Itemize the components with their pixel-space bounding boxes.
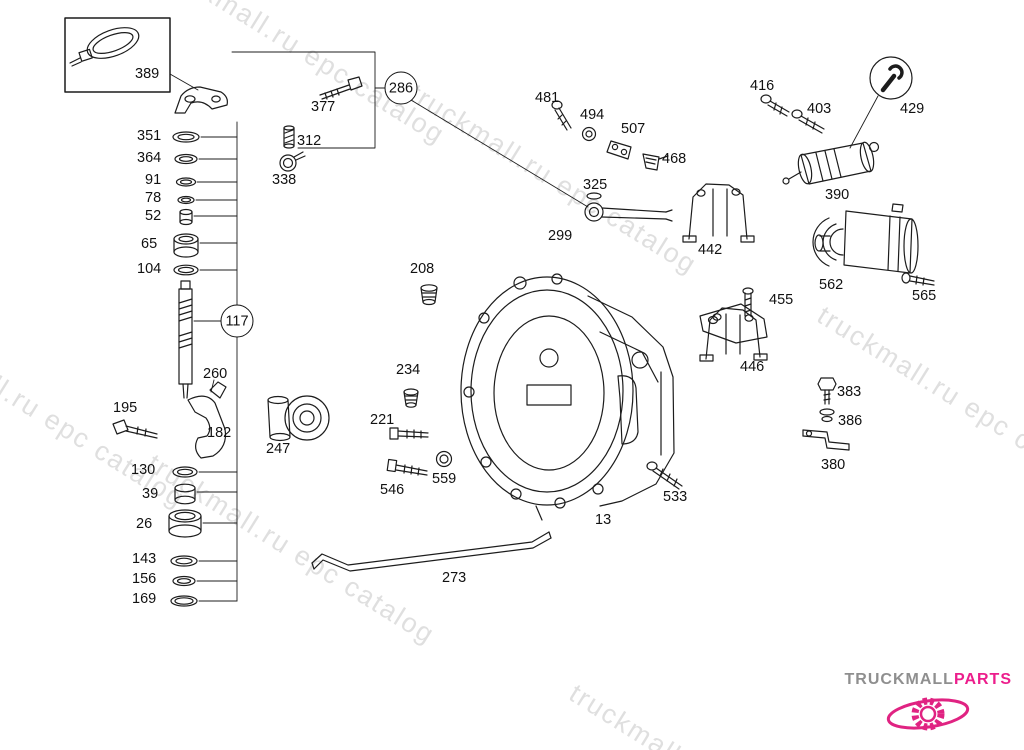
part-label-364: 364 xyxy=(137,150,162,166)
shift-shaft xyxy=(178,280,193,399)
part-label-416: 416 xyxy=(750,78,775,94)
part-label-325: 325 xyxy=(583,177,608,193)
wrench-429-icon xyxy=(869,56,913,100)
bolt-546 xyxy=(386,458,428,476)
part-label-380: 380 xyxy=(821,457,846,473)
part-label-429: 429 xyxy=(900,101,925,117)
part-label-481: 481 xyxy=(535,90,560,106)
top-bracket xyxy=(174,86,228,114)
part-label-299: 299 xyxy=(548,228,573,244)
part-label-156: 156 xyxy=(132,571,157,587)
clip-468 xyxy=(642,153,669,171)
circled-part-label-286: 286 xyxy=(384,71,418,105)
part-label-13: 13 xyxy=(595,512,612,528)
part-label-26: 26 xyxy=(136,516,153,532)
seal-stack-lower xyxy=(168,466,202,607)
part-label-143: 143 xyxy=(132,551,157,567)
bracket-442 xyxy=(682,183,755,243)
pin-312 xyxy=(283,125,295,149)
part-label-65: 65 xyxy=(141,236,158,252)
washer-494 xyxy=(581,126,597,142)
part-label-403: 403 xyxy=(807,101,832,117)
bolt-403 xyxy=(791,109,825,134)
seal-stack-upper xyxy=(172,131,200,276)
part-label-312: 312 xyxy=(297,133,322,149)
part-label-390: 390 xyxy=(825,187,850,203)
part-label-273: 273 xyxy=(442,570,467,586)
part-label-455: 455 xyxy=(769,292,794,308)
shift-fork xyxy=(187,381,227,459)
part-label-386: 386 xyxy=(838,413,863,429)
plug-208 xyxy=(420,284,438,306)
bolt-383 xyxy=(817,377,837,405)
lever-299 xyxy=(584,192,673,222)
bolt-416 xyxy=(760,94,790,117)
bolt-221 xyxy=(389,427,429,440)
part-label-351: 351 xyxy=(137,128,162,144)
clamp-338 xyxy=(279,151,306,172)
part-label-468: 468 xyxy=(662,151,687,167)
part-label-78: 78 xyxy=(145,190,162,206)
cylinder-390 xyxy=(782,141,880,185)
part-label-91: 91 xyxy=(145,172,162,188)
bracket-507 xyxy=(606,140,632,160)
part-label-234: 234 xyxy=(396,362,421,378)
cylinder-562 xyxy=(812,203,919,274)
part-label-442: 442 xyxy=(698,242,723,258)
ring-559 xyxy=(435,450,453,468)
logo-text-truckmall: TRUCKMALL xyxy=(844,671,954,688)
part-label-52: 52 xyxy=(145,208,162,224)
leader-lines xyxy=(169,51,879,602)
bell-housing xyxy=(460,273,675,521)
part-label-221: 221 xyxy=(370,412,395,428)
part-label-182: 182 xyxy=(207,425,232,441)
part-label-565: 565 xyxy=(912,288,937,304)
part-label-195: 195 xyxy=(113,400,138,416)
part-label-338: 338 xyxy=(272,172,297,188)
part-label-507: 507 xyxy=(621,121,646,137)
part-label-559: 559 xyxy=(432,471,457,487)
part-label-383: 383 xyxy=(837,384,862,400)
bolt-533 xyxy=(646,461,683,490)
part-label-260: 260 xyxy=(203,366,228,382)
bolt-195 xyxy=(112,419,158,439)
circled-part-label-117: 117 xyxy=(220,304,254,338)
bracket-380 xyxy=(802,429,850,451)
part-label-208: 208 xyxy=(410,261,435,277)
release-bearing-247 xyxy=(267,395,330,442)
part-label-494: 494 xyxy=(580,107,605,123)
logo-text: TRUCKMALLPARTS xyxy=(845,671,1012,689)
bolt-377 xyxy=(319,76,363,100)
part-label-377: 377 xyxy=(311,99,336,115)
rod-273 xyxy=(311,531,552,572)
bolt-565 xyxy=(901,272,935,286)
plug-234 xyxy=(403,388,419,408)
logo-text-parts: PARTS xyxy=(953,671,1012,688)
part-label-169: 169 xyxy=(132,591,157,607)
part-label-247: 247 xyxy=(266,441,291,457)
washer-386 xyxy=(819,408,835,423)
bolt-481 xyxy=(551,100,572,131)
truckmall-logo: TRUCKMALLPARTS xyxy=(845,671,1012,744)
part-label-389: 389 xyxy=(135,66,160,82)
part-label-104: 104 xyxy=(137,261,162,277)
gear-swoosh-icon xyxy=(887,697,970,731)
part-label-562: 562 xyxy=(819,277,844,293)
bracket-446 xyxy=(699,307,768,362)
part-label-39: 39 xyxy=(142,486,159,502)
part-label-546: 546 xyxy=(380,482,405,498)
part-label-446: 446 xyxy=(740,359,765,375)
part-label-130: 130 xyxy=(131,462,156,478)
part-label-533: 533 xyxy=(663,489,688,505)
cable-tie-389 xyxy=(64,17,171,93)
